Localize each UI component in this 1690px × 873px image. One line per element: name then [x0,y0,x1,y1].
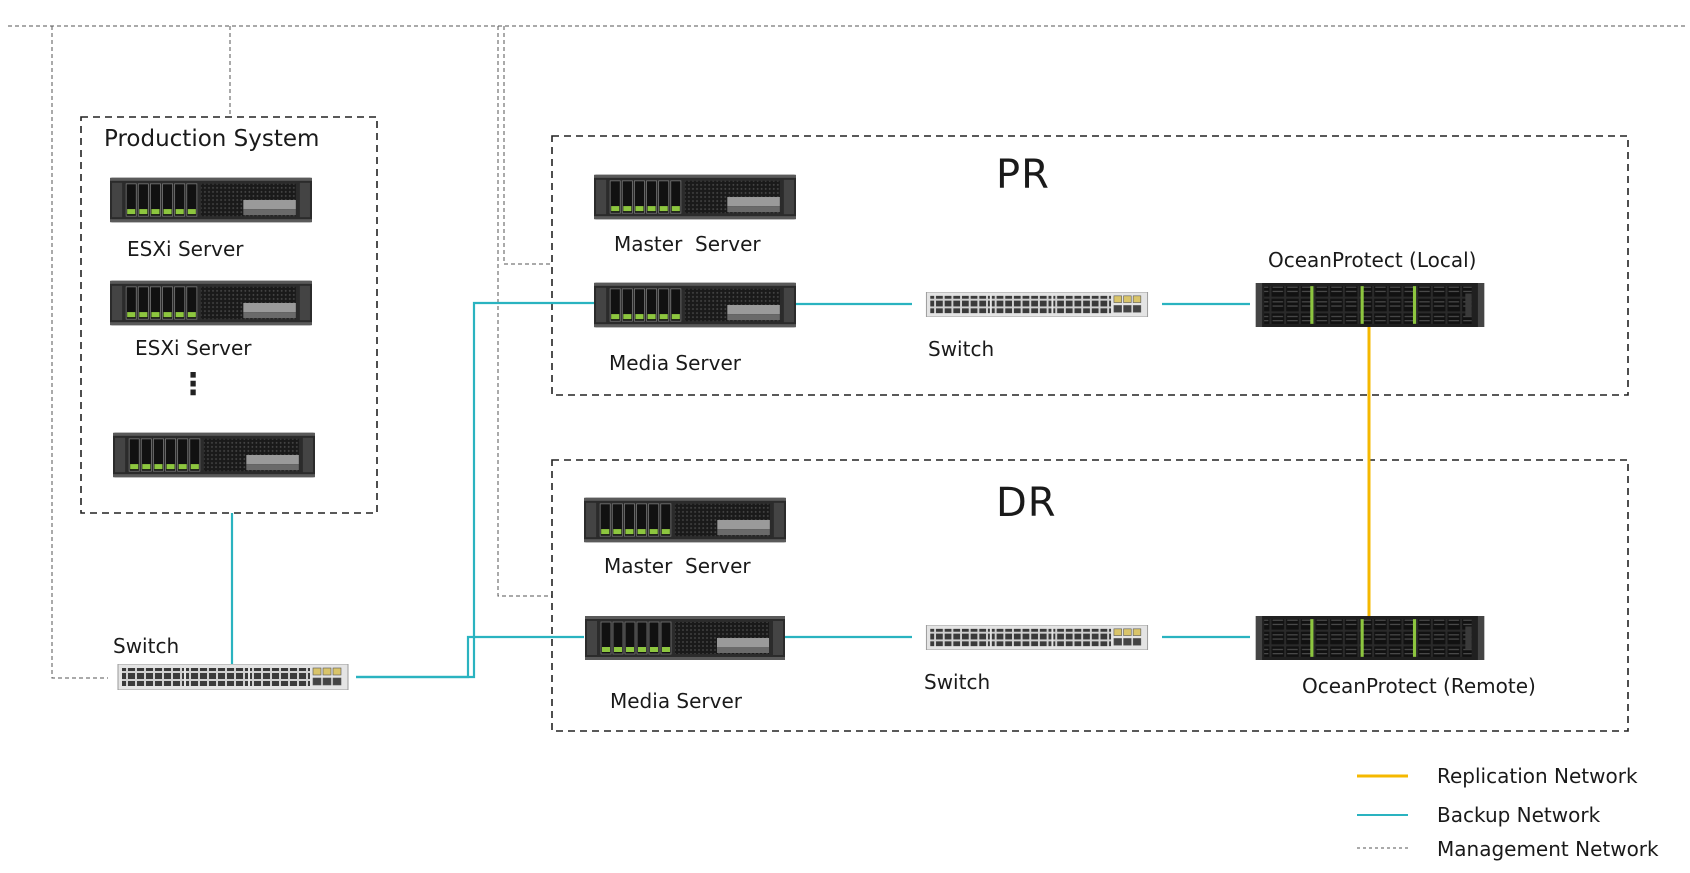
dr-storage-icon [1255,616,1485,660]
production-system-box [80,116,378,514]
legend-replication-label: Replication Network [1437,764,1638,788]
dr-switch-label: Switch [924,670,991,694]
esxi-server-3-icon [113,432,315,478]
production-system-title: Production System [104,126,320,152]
core-switch-icon [117,664,349,690]
pr-site-box [551,135,1629,396]
pr-storage-icon [1255,283,1485,327]
dr-media-server-label: Media Server [610,689,743,713]
pr-media-server-label: Media Server [609,351,742,375]
management-network-lines [8,25,1685,679]
esxi-server-1-icon [110,177,312,223]
pr-master-server-label: Master Server [614,232,761,256]
esxi-server-2-icon [110,280,312,326]
pr-switch-icon [925,292,1149,317]
dr-master-server-label: Master Server [604,554,751,578]
pr-storage-label: OceanProtect (Local) [1268,248,1477,272]
esxi-server-2-label: ESXi Server [135,336,252,360]
dr-switch-icon [925,625,1149,650]
pr-switch-label: Switch [928,337,995,361]
dr-site-title: DR [996,480,1057,526]
pr-master-server-icon [594,174,796,220]
ellipsis-more-servers: ⋮ [178,368,208,401]
core-switch-label: Switch [113,634,180,658]
group-boxes [80,116,1629,732]
dr-site-box [551,459,1629,732]
legend-backup-label: Backup Network [1437,803,1601,827]
pr-site-title: PR [996,152,1050,198]
esxi-server-1-label: ESXi Server [127,237,244,261]
pr-media-server-icon [594,282,796,328]
legend-management-label: Management Network [1437,837,1659,861]
legend-swatches [1357,774,1408,849]
dr-storage-label: OceanProtect (Remote) [1302,674,1536,698]
dr-master-server-icon [584,497,786,543]
backup-network-lines [230,301,1250,679]
dr-media-server-icon [584,616,786,660]
